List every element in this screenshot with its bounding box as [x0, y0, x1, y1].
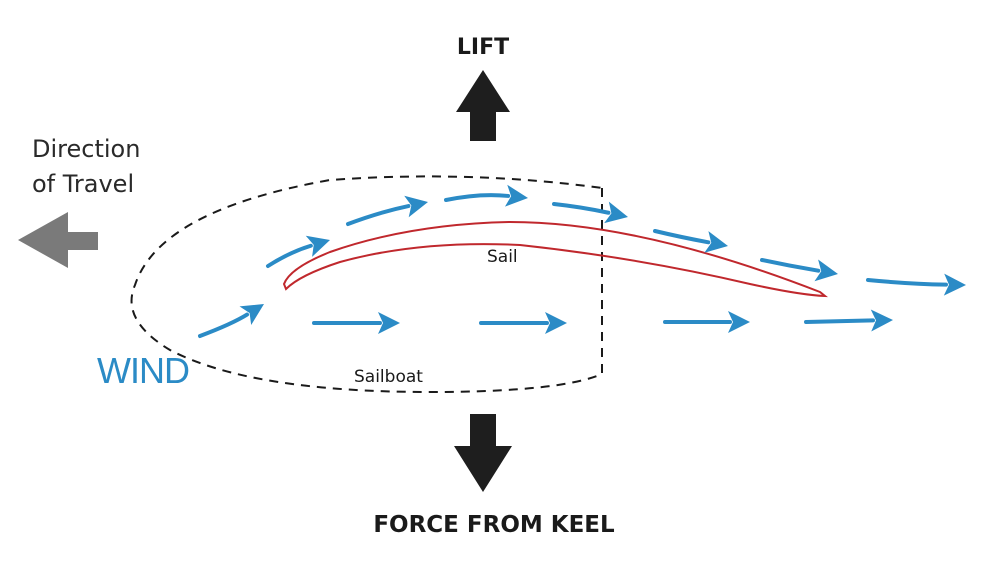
wind-label: WIND	[97, 350, 189, 391]
wind-arrow-icon	[504, 184, 528, 207]
wind-arrow-icon	[239, 304, 264, 325]
keel-arrow-icon	[454, 414, 512, 492]
sailboat-outline	[130, 175, 603, 394]
force-from-keel-label: FORCE FROM KEEL	[373, 512, 615, 538]
wind-arrow-icon	[728, 311, 750, 333]
direction-of-travel-line1: Direction	[32, 135, 140, 163]
wind-arrow-icon	[704, 231, 728, 253]
sail-shape	[282, 220, 829, 298]
wind-arrow-shaft	[804, 318, 876, 324]
wind-arrow-icon	[545, 312, 567, 334]
lift-arrow-icon	[456, 70, 510, 141]
wind-arrow-shaft	[653, 229, 711, 245]
wind-arrow-icon	[378, 312, 400, 334]
wind-arrow-icon	[943, 273, 966, 296]
wind-arrow-shaft	[198, 312, 250, 338]
wind-arrow-icon	[814, 259, 838, 282]
wind-arrow-icon	[870, 309, 893, 332]
wind-arrow-shaft	[346, 204, 411, 226]
wind-arrow-shaft	[444, 193, 511, 202]
wind-arrow-icon	[604, 201, 628, 224]
wind-arrow-shaft	[866, 278, 949, 287]
wind-arrow-shaft	[760, 258, 821, 273]
travel-arrow-icon	[18, 212, 98, 268]
direction-of-travel-line2: of Travel	[32, 170, 134, 198]
wind-arrow-shaft	[266, 243, 313, 268]
lift-label: LIFT	[457, 35, 509, 60]
wind-arrow-shaft	[552, 202, 611, 215]
sail-label: Sail	[487, 247, 518, 267]
sailboat-label: Sailboat	[354, 367, 423, 387]
wind-arrows-group	[198, 184, 966, 338]
wind-arrow-icon	[305, 235, 330, 257]
wind-arrow-icon	[404, 195, 428, 218]
